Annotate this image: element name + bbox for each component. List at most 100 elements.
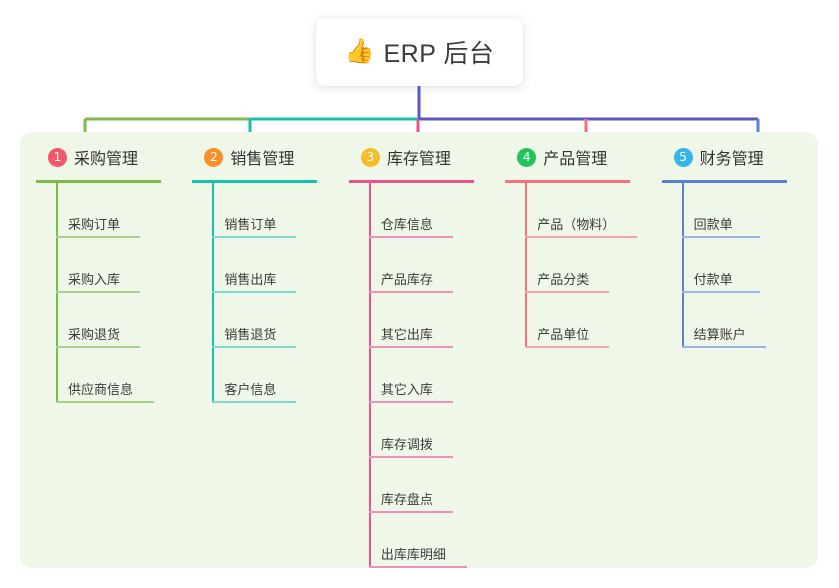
column-number-badge: 3	[360, 147, 380, 167]
list-item[interactable]: 付款单	[662, 238, 818, 293]
list-item[interactable]: 结算账户	[662, 293, 818, 348]
list-item-rule	[212, 236, 297, 238]
column-2: 2 销售管理销售订单销售出库销售退货客户信息	[192, 132, 348, 568]
list-item[interactable]: 回款单	[662, 183, 818, 238]
list-item-label: 客户信息	[224, 382, 277, 397]
list-item-rule	[681, 346, 766, 348]
thumbs-up-icon: 👍	[344, 38, 375, 65]
list-item-rule	[56, 236, 140, 238]
list-item-rule	[368, 291, 453, 293]
list-item-label: 产品库存	[380, 272, 433, 287]
root-node-card[interactable]: 👍 ERP 后台	[316, 18, 523, 86]
column-title: 库存管理	[386, 151, 451, 168]
list-item[interactable]: 采购入库	[36, 238, 192, 293]
list-item[interactable]: 库存盘点	[349, 458, 505, 513]
list-item[interactable]: 仓库信息	[349, 183, 505, 238]
list-item[interactable]: 其它入库	[349, 348, 505, 403]
list-item[interactable]: 产品库存	[349, 238, 505, 293]
list-item-rule	[368, 401, 453, 403]
list-item[interactable]: 采购订单	[36, 183, 192, 238]
list-item-label: 销售订单	[224, 217, 277, 232]
list-item-rule	[368, 566, 467, 568]
column-header-rule	[192, 180, 318, 183]
list-item-label: 其它入库	[380, 382, 433, 397]
list-item-rule	[212, 346, 297, 348]
list-item[interactable]: 其它出库	[349, 293, 505, 348]
list-item-rule	[56, 401, 154, 403]
list-item-rule	[212, 401, 297, 403]
list-item-label: 采购入库	[68, 272, 121, 287]
column-spine	[525, 183, 528, 348]
list-item-rule	[525, 236, 638, 238]
column-number-badge: 2	[204, 147, 224, 167]
column-items: 采购订单采购入库采购退货供应商信息	[36, 183, 192, 403]
list-item-rule	[368, 511, 453, 513]
column-title: 采购管理	[74, 151, 139, 168]
column-title: 销售管理	[230, 151, 295, 168]
list-item-label: 回款单	[693, 217, 733, 232]
column-5: 5 财务管理回款单付款单结算账户	[661, 132, 818, 568]
column-title: 产品管理	[543, 151, 608, 168]
list-item-rule	[368, 346, 453, 348]
column-header-rule	[505, 180, 631, 183]
list-item[interactable]: 库存调拨	[349, 403, 505, 458]
column-items: 产品（物料） 产品分类产品单位	[505, 183, 661, 348]
column-spine	[681, 183, 684, 348]
list-item-label: 结算账户	[693, 327, 746, 342]
list-item[interactable]: 出库库明细	[349, 513, 505, 568]
list-item[interactable]: 客户信息	[192, 348, 348, 403]
column-header-rule	[36, 180, 161, 183]
column-items: 销售订单销售出库销售退货客户信息	[192, 183, 348, 403]
column-header-5[interactable]: 5 财务管理	[662, 144, 818, 170]
column-3: 3 库存管理仓库信息产品库存其它出库其它入库库存调拨库存盘点出库库明细	[348, 132, 505, 568]
column-title: 财务管理	[699, 151, 764, 168]
root-title: ERP 后台	[383, 40, 495, 68]
list-item-label: 销售退货	[224, 327, 277, 342]
list-item-rule	[56, 346, 140, 348]
list-item[interactable]: 产品分类	[505, 238, 661, 293]
list-item-label: 产品分类	[537, 272, 590, 287]
columns-container: 1 采购管理采购订单采购入库采购退货供应商信息 2 销售管理销售订单销售出库销售退货客…	[20, 132, 818, 568]
column-header-2[interactable]: 2 销售管理	[192, 144, 348, 170]
column-header-3[interactable]: 3 库存管理	[349, 144, 505, 170]
list-item-rule	[681, 291, 760, 293]
list-item-rule	[525, 346, 610, 348]
column-number-badge: 4	[517, 147, 537, 167]
list-item-label: 供应商信息	[68, 382, 134, 397]
list-item-rule	[368, 236, 453, 238]
list-item-rule	[368, 456, 453, 458]
column-4: 4 产品管理产品（物料） 产品分类产品单位	[505, 132, 661, 568]
diagram-panel	[20, 132, 818, 568]
list-item-rule	[681, 236, 760, 238]
list-item-label: 库存盘点	[380, 492, 433, 507]
column-spine	[56, 183, 58, 403]
column-number-badge: 1	[48, 147, 67, 167]
list-item[interactable]: 采购退货	[36, 293, 192, 348]
list-item[interactable]: 供应商信息	[36, 348, 192, 403]
column-items: 仓库信息产品库存其它出库其它入库库存调拨库存盘点出库库明细	[349, 183, 505, 568]
list-item-rule	[212, 291, 297, 293]
list-item[interactable]: 销售出库	[192, 238, 348, 293]
column-1: 1 采购管理采购订单采购入库采购退货供应商信息	[36, 132, 192, 568]
list-item-label: 付款单	[693, 272, 733, 287]
list-item-label: 销售出库	[224, 272, 277, 287]
list-item-label: 产品（物料）	[537, 217, 616, 232]
list-item-label: 采购订单	[68, 217, 121, 232]
column-spine	[368, 183, 371, 568]
list-item-rule	[525, 291, 610, 293]
list-item-label: 库存调拨	[380, 437, 433, 452]
column-header-rule	[661, 180, 787, 183]
list-item[interactable]: 销售订单	[192, 183, 348, 238]
list-item-label: 出库库明细	[380, 547, 446, 562]
list-item[interactable]: 产品（物料）	[505, 183, 661, 238]
column-items: 回款单付款单结算账户	[662, 183, 818, 348]
list-item-label: 仓库信息	[380, 217, 433, 232]
column-number-badge: 5	[673, 147, 693, 167]
list-item[interactable]: 产品单位	[505, 293, 661, 348]
column-header-1[interactable]: 1 采购管理	[36, 144, 192, 170]
column-spine	[212, 183, 215, 403]
list-item-label: 产品单位	[537, 327, 590, 342]
list-item-rule	[56, 291, 140, 293]
column-header-4[interactable]: 4 产品管理	[505, 144, 661, 170]
list-item[interactable]: 销售退货	[192, 293, 348, 348]
